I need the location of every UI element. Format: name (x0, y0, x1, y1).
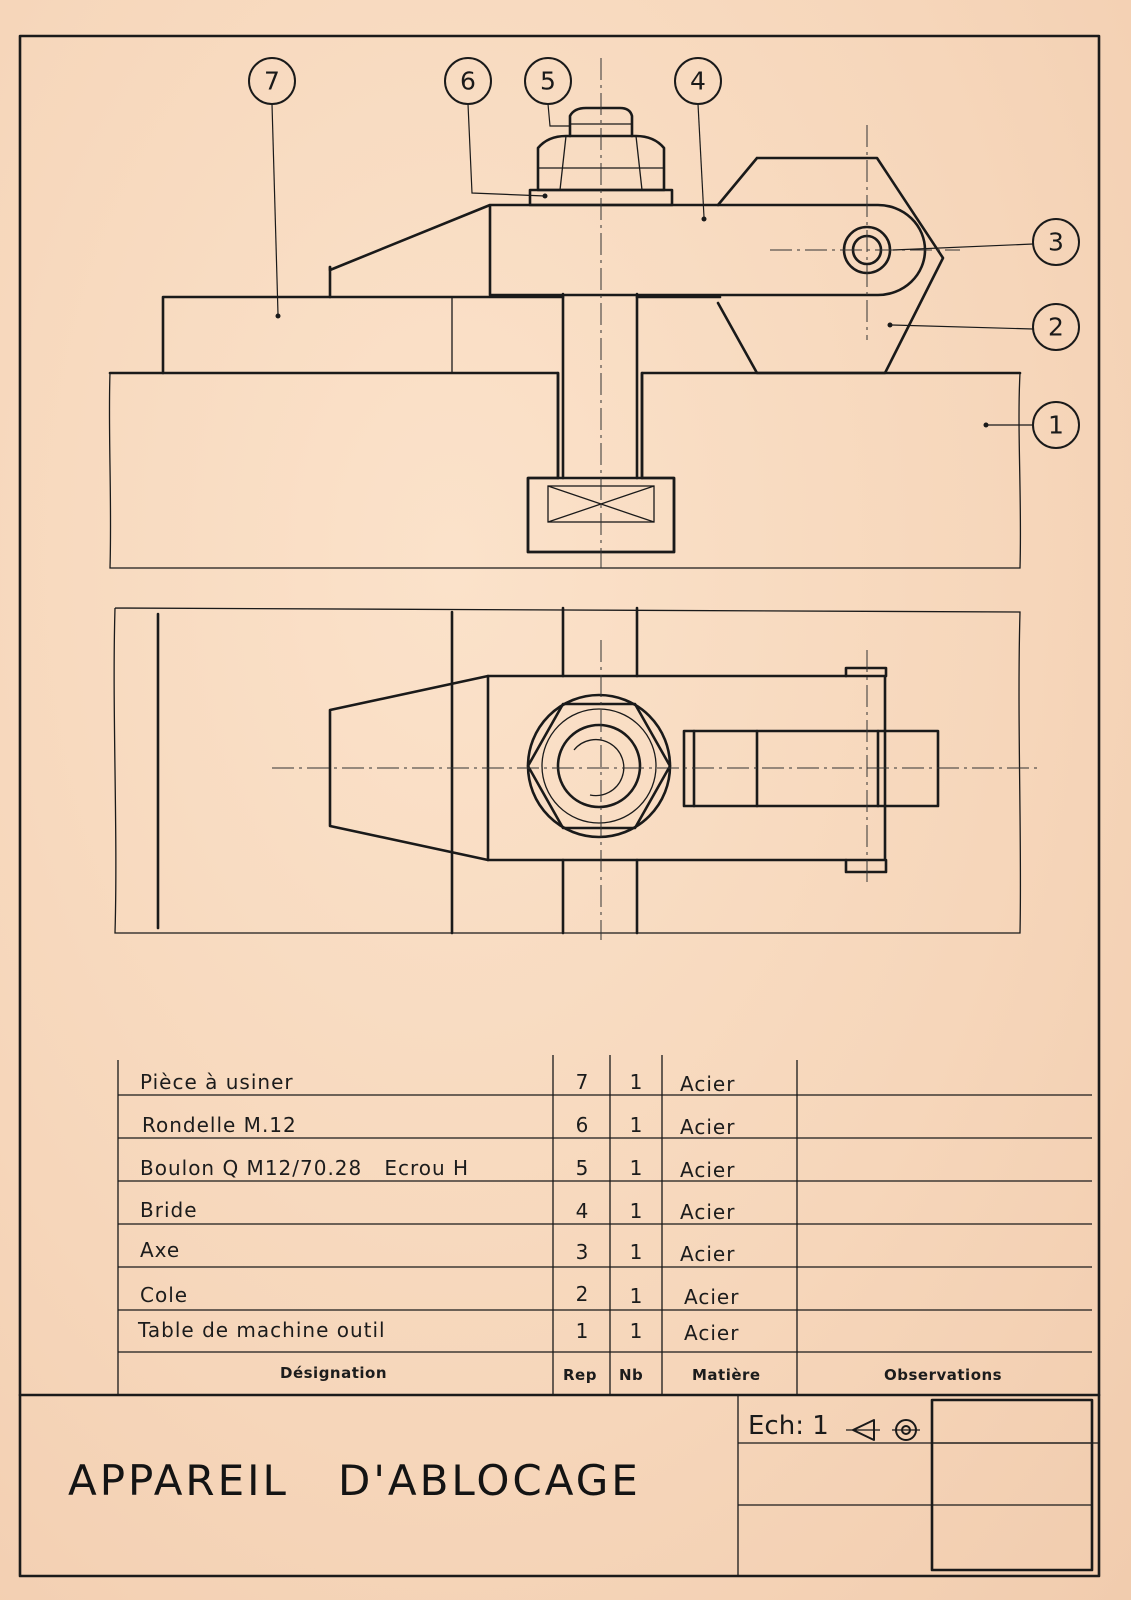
svg-text:7: 7 (264, 67, 280, 96)
svg-text:4: 4 (690, 67, 706, 96)
row-4-designation: Bride (140, 1198, 198, 1222)
first-angle-projection-icon (846, 1419, 920, 1441)
svg-text:3: 3 (1048, 228, 1064, 257)
pin-end-top (844, 666, 888, 678)
top-view (113, 606, 1040, 940)
svg-text:6: 6 (460, 67, 476, 96)
row-1-nb: 1 (629, 1319, 643, 1343)
balloon-7: 7 (248, 57, 296, 319)
balloon-2: 2 (887, 303, 1080, 351)
row-3-matiere: Acier (680, 1242, 736, 1266)
svg-text:1: 1 (1048, 411, 1064, 440)
row-2-matiere: Acier (684, 1285, 740, 1309)
nomenclature-grid (18, 1055, 1101, 1576)
wedge-cale (716, 156, 945, 375)
row-7-rep: 7 (575, 1070, 589, 1094)
row-1-designation: Table de machine outil (138, 1318, 386, 1342)
balloon-6: 6 (444, 57, 548, 199)
bolt-end (568, 106, 634, 138)
row-3-rep: 3 (575, 1240, 589, 1264)
scale-label: Ech: 1 (748, 1411, 829, 1441)
row-2-rep: 2 (575, 1282, 589, 1306)
row-7-designation: Pièce à usiner (140, 1070, 294, 1094)
nut-plan (526, 702, 672, 830)
balloon-4: 4 (674, 57, 722, 222)
machine-table-top-edge (108, 371, 1022, 554)
row-5-designation: Boulon Q M12/70.28 Ecrou H (140, 1156, 470, 1180)
row-3-nb: 1 (629, 1240, 643, 1264)
part-balloons: 7 6 5 4 3 2 1 (248, 57, 1080, 449)
row-1-matiere: Acier (684, 1321, 740, 1345)
balloon-3: 3 (892, 218, 1080, 266)
row-6-matiere: Acier (680, 1115, 736, 1139)
header-matiere: Matière (692, 1366, 761, 1384)
header-nb: Nb (619, 1366, 644, 1384)
top-view-break-outline (113, 607, 1022, 934)
drawing-title: APPAREIL D'ABLOCAGE (68, 1456, 641, 1505)
row-2-nb: 1 (629, 1284, 643, 1308)
row-6-designation: Rondelle M.12 (142, 1113, 297, 1137)
row-5-matiere: Acier (680, 1158, 736, 1182)
header-designation: Désignation (280, 1364, 388, 1382)
clamp-bar (328, 203, 927, 297)
header-rep: Rep (563, 1366, 597, 1384)
front-view (108, 58, 1022, 569)
washer-plan (526, 693, 672, 839)
balloon-1: 1 (983, 401, 1080, 449)
row-6-rep: 6 (575, 1113, 589, 1137)
header-observations: Observations (884, 1366, 1003, 1384)
row-5-rep: 5 (575, 1156, 589, 1180)
row-2-designation: Cole (140, 1283, 189, 1307)
row-6-nb: 1 (629, 1113, 643, 1137)
workpiece (161, 295, 565, 375)
svg-text:5: 5 (540, 67, 556, 96)
pin-end-bottom (844, 858, 888, 874)
sheet-border (18, 34, 1101, 1578)
row-7-nb: 1 (629, 1070, 643, 1094)
row-1-rep: 1 (575, 1319, 589, 1343)
machine-table-break-lines (108, 372, 1022, 569)
row-3-designation: Axe (140, 1238, 181, 1262)
row-4-matiere: Acier (680, 1200, 736, 1224)
row-4-rep: 4 (575, 1199, 589, 1223)
svg-text:2: 2 (1048, 313, 1064, 342)
row-4-nb: 1 (629, 1199, 643, 1223)
balloon-5: 5 (524, 57, 572, 127)
row-5-nb: 1 (629, 1156, 643, 1180)
row-7-matiere: Acier (680, 1072, 736, 1096)
